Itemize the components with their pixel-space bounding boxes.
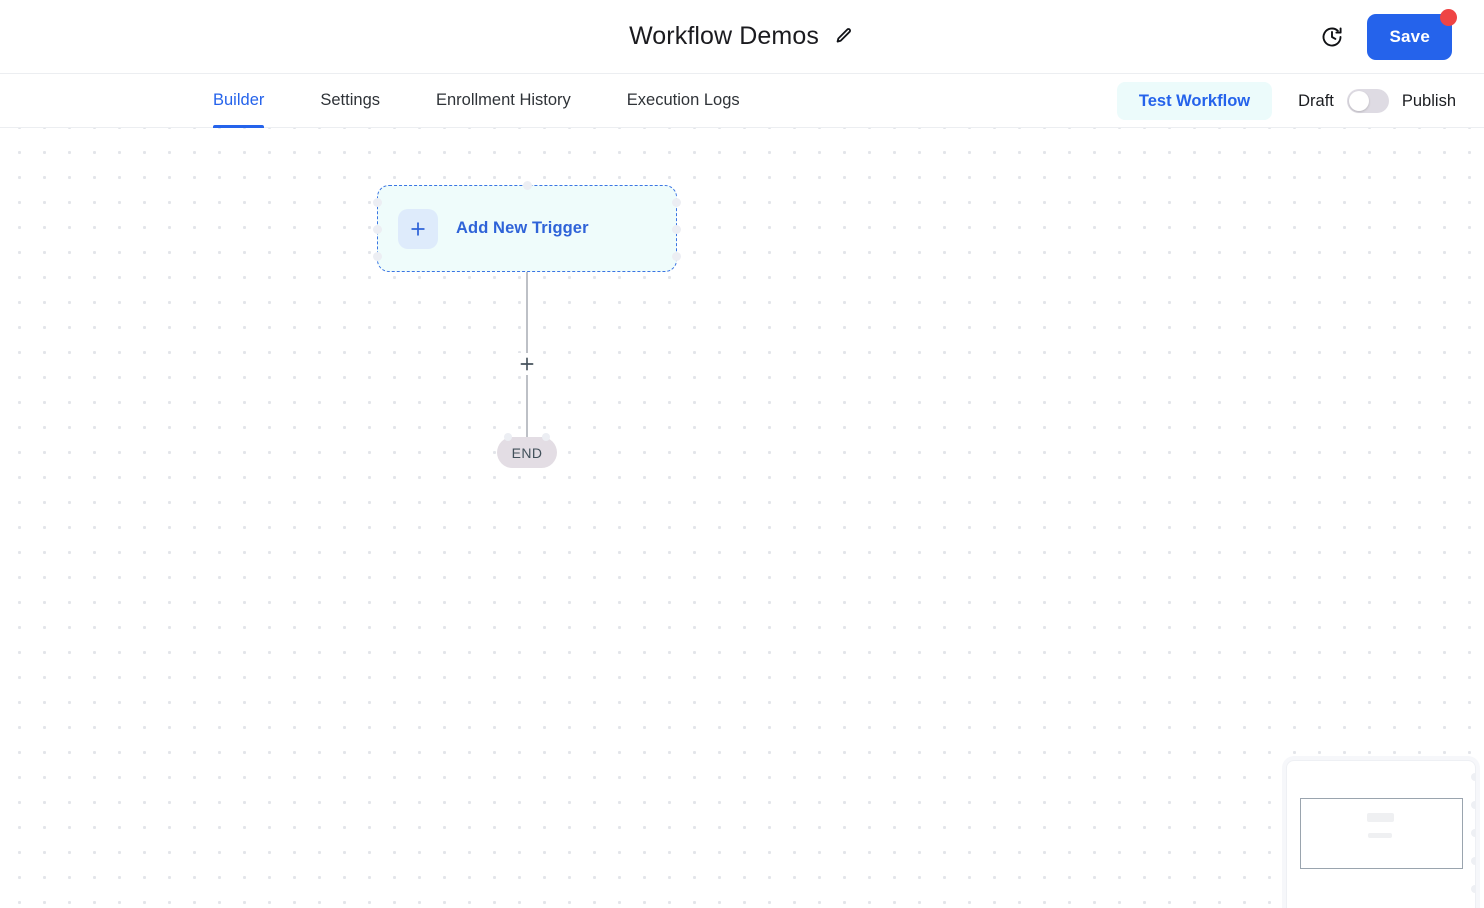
draft-publish-toggle-group: Draft Publish bbox=[1298, 89, 1456, 113]
publish-toggle[interactable] bbox=[1346, 89, 1389, 113]
workflow-canvas[interactable]: Add New Trigger END bbox=[0, 128, 1484, 908]
save-button-wrapper: Save bbox=[1367, 9, 1457, 60]
minimap-handle-1 bbox=[1471, 773, 1475, 781]
minimap-handle-5 bbox=[1471, 885, 1475, 893]
save-button[interactable]: Save bbox=[1367, 14, 1452, 60]
tab-settings[interactable]: Settings bbox=[320, 91, 380, 109]
title-group: Workflow Demos bbox=[629, 24, 855, 49]
add-step-plus-icon[interactable] bbox=[516, 353, 538, 375]
tab-execution-logs[interactable]: Execution Logs bbox=[626, 91, 740, 109]
node-handle-right-3 bbox=[672, 252, 681, 261]
test-workflow-button[interactable]: Test Workflow bbox=[1116, 82, 1273, 120]
tab-bar-actions: Test Workflow Draft Publish bbox=[1116, 74, 1456, 128]
minimap-handle-3 bbox=[1471, 829, 1475, 837]
tab-bar: Builder Settings Enrollment History Exec… bbox=[0, 74, 1484, 128]
minimap-handle-4 bbox=[1471, 857, 1475, 865]
add-new-trigger-node[interactable]: Add New Trigger bbox=[373, 181, 681, 272]
minimap-node-end bbox=[1368, 833, 1392, 838]
pencil-icon[interactable] bbox=[833, 26, 855, 48]
node-handle-top bbox=[522, 181, 532, 190]
node-handle-left-3 bbox=[373, 252, 382, 261]
add-new-trigger-label: Add New Trigger bbox=[456, 219, 589, 237]
tab-enrollment-history[interactable]: Enrollment History bbox=[436, 91, 571, 109]
publish-label: Publish bbox=[1401, 91, 1456, 110]
top-bar: Workflow Demos Save bbox=[0, 0, 1484, 74]
end-node[interactable]: END bbox=[497, 433, 557, 468]
top-bar-actions: Save bbox=[1319, 0, 1457, 74]
canvas-minimap[interactable] bbox=[1286, 760, 1476, 908]
plus-icon[interactable] bbox=[398, 208, 438, 249]
tab-builder[interactable]: Builder bbox=[213, 74, 265, 128]
minimap-handle-2 bbox=[1471, 801, 1475, 809]
page-title: Workflow Demos bbox=[629, 22, 819, 50]
minimap-viewport-rect[interactable] bbox=[1300, 798, 1463, 869]
end-node-handle-right bbox=[542, 433, 550, 441]
minimap-node-trigger bbox=[1367, 813, 1394, 822]
node-handle-left-1 bbox=[373, 198, 382, 207]
clock-history-icon[interactable] bbox=[1319, 24, 1345, 50]
node-handle-right-1 bbox=[672, 198, 681, 207]
node-handle-left-2 bbox=[373, 225, 382, 234]
node-handle-right-2 bbox=[672, 225, 681, 234]
draft-label: Draft bbox=[1298, 91, 1334, 110]
end-node-label: END bbox=[511, 444, 543, 461]
end-node-handle-left bbox=[504, 433, 512, 441]
publish-toggle-knob bbox=[1348, 91, 1369, 111]
